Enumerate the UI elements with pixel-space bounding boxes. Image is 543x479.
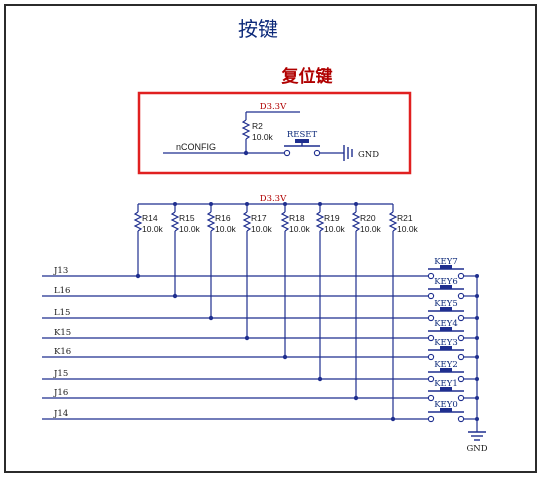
resistor-5-value: 10.0k (324, 224, 346, 234)
resistor-5-name: R19 (324, 213, 340, 223)
key-4-button (440, 346, 452, 350)
reset-switch-label: RESET (287, 130, 318, 140)
nconfig-junction (243, 150, 249, 156)
rail-junction-2 (209, 202, 213, 206)
r2-name: R2 (252, 121, 263, 131)
keys-power-label: D3.3V (260, 194, 287, 204)
key-3-contact-left (427, 334, 435, 342)
reset-power-label: D3.3V (260, 102, 287, 112)
resistor-4-name: R18 (289, 213, 305, 223)
rail-junction-3 (245, 202, 249, 206)
net-label-3: K15 (54, 328, 71, 338)
resistor-7-name: R21 (397, 213, 413, 223)
key-4-contact-left (427, 353, 435, 361)
key-0-label: KEY7 (434, 257, 458, 267)
key-0-contact-right (457, 272, 465, 280)
resistor-6-symbol (351, 211, 361, 232)
resistor-6-value: 10.0k (360, 224, 382, 234)
key-0-contact-left (427, 272, 435, 280)
key-4-contact-right (457, 353, 465, 361)
key-7-label: KEY0 (434, 400, 458, 410)
net-label-5: J15 (53, 369, 68, 379)
key-6-button (440, 387, 452, 391)
resistor-7-value: 10.0k (397, 224, 419, 234)
keys-section: D3.3V GND R1410.0kR1510.0kR1610.0kR1710.… (42, 194, 488, 454)
resistor-1-name: R15 (179, 213, 195, 223)
key-2-contact-left (427, 314, 435, 322)
resistor-3-name: R17 (251, 213, 267, 223)
key-1-label: KEY6 (434, 277, 458, 287)
resistor-2-value: 10.0k (215, 224, 237, 234)
key-5-contact-left (427, 375, 435, 383)
reset-gnd-label: GND (358, 150, 379, 160)
r2-value: 10.0k (252, 132, 274, 142)
key-6-contact-left (427, 394, 435, 402)
resistor-0-symbol (133, 211, 143, 232)
reset-switch-contact-right (313, 149, 321, 157)
net-label-2: L15 (54, 308, 70, 318)
net-label-1: L16 (54, 286, 70, 296)
key-1-contact-left (427, 292, 435, 300)
resistor-3-symbol (242, 211, 252, 232)
key-3-contact-right (457, 334, 465, 342)
reset-highlight-box (137, 91, 412, 175)
net-label-4: K16 (54, 347, 71, 357)
key-2-label: KEY5 (434, 299, 458, 309)
resistor-0-value: 10.0k (142, 224, 164, 234)
resistor-3-value: 10.0k (251, 224, 273, 234)
key-7-contact-right (457, 415, 465, 423)
reset-switch-contact-left (283, 149, 291, 157)
rail-junction-1 (173, 202, 177, 206)
rail-junction-4 (283, 202, 287, 206)
schematic-frame (4, 4, 537, 473)
rail-junction-5 (318, 202, 322, 206)
net-label-7: J14 (53, 409, 68, 419)
key-3-button (440, 327, 452, 331)
key-1-contact-right (457, 292, 465, 300)
reset-section-title: 复位键 (281, 66, 333, 87)
resistor-1-symbol (170, 211, 180, 232)
resistor-7-symbol (388, 211, 398, 232)
nconfig-label: nCONFIG (176, 142, 216, 152)
keys-gnd-label: GND (466, 444, 487, 454)
key-5-button (440, 368, 452, 372)
reset-section: 复位键 D3.3V R2 10.0k nCONFIG RESET GND (137, 66, 412, 175)
resistor-6-name: R20 (360, 213, 376, 223)
resistor-2-name: R16 (215, 213, 231, 223)
page-title: 按键 (238, 17, 278, 41)
key-7-contact-left (427, 415, 435, 423)
reset-switch-button (295, 139, 309, 143)
resistor-4-value: 10.0k (289, 224, 311, 234)
key-6-label: KEY1 (434, 379, 458, 389)
resistor-1-value: 10.0k (179, 224, 201, 234)
net-label-0: J13 (53, 266, 68, 276)
key-0-button (440, 265, 452, 269)
key-1-button (440, 285, 452, 289)
resistor-2-symbol (206, 211, 216, 232)
key-5-contact-right (457, 375, 465, 383)
key-2-button (440, 307, 452, 311)
resistor-4-symbol (280, 211, 290, 232)
key-4-label: KEY3 (434, 338, 458, 348)
r2-resistor-symbol (241, 119, 251, 140)
key-7-button (440, 408, 452, 412)
key-6-contact-right (457, 394, 465, 402)
rail-junction-6 (354, 202, 358, 206)
key-5-label: KEY2 (434, 360, 458, 370)
key-3-label: KEY4 (434, 319, 458, 329)
resistor-0-name: R14 (142, 213, 158, 223)
key-2-contact-right (457, 314, 465, 322)
resistor-5-symbol (315, 211, 325, 232)
net-label-6: J16 (53, 388, 68, 398)
